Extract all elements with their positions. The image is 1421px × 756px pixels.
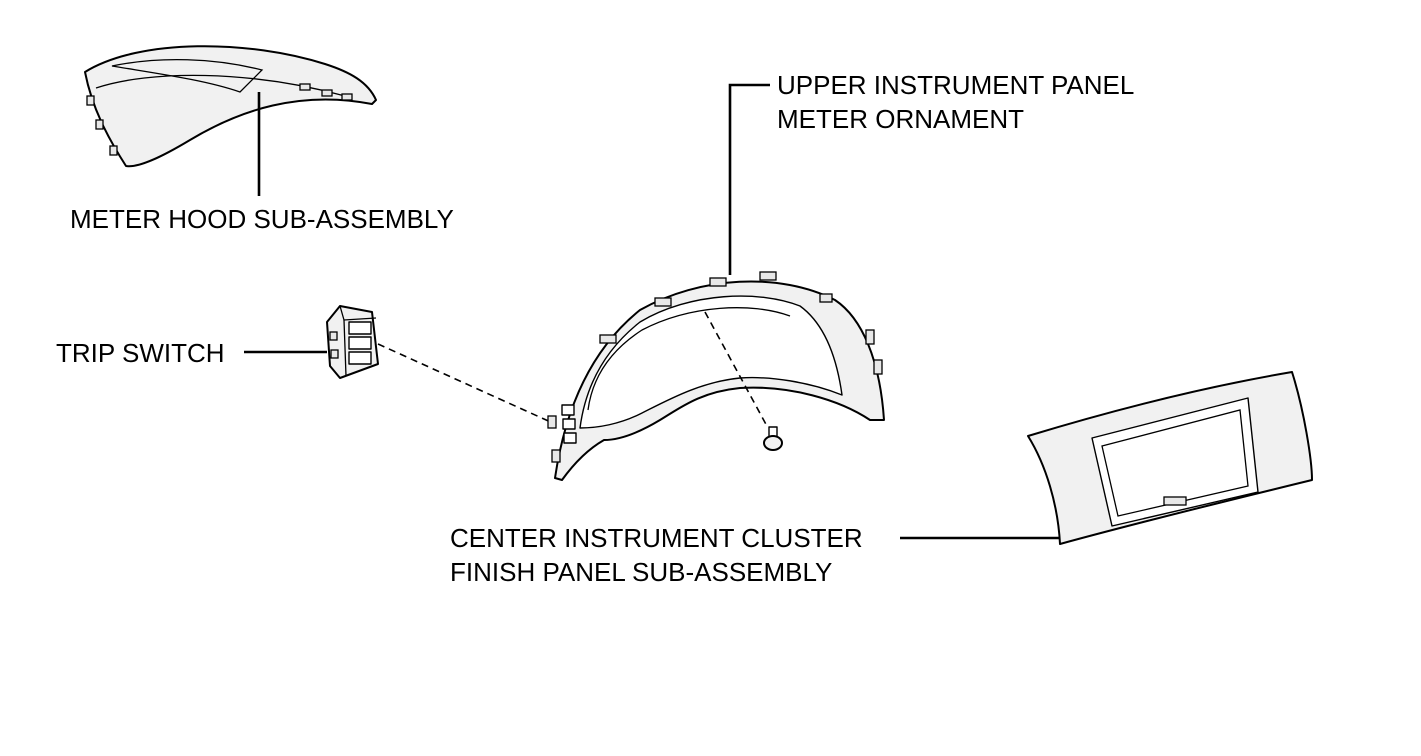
trip-switch-drawing: [326, 305, 379, 379]
trip-switch-assembly-line: [377, 343, 556, 425]
meter-hood-drawing: [84, 45, 377, 168]
upper-panel-label-line2: METER ORNAMENT: [777, 104, 1024, 134]
screw-assembly-line: [704, 311, 769, 429]
upper-panel-label-line1: UPPER INSTRUMENT PANEL: [777, 70, 1135, 100]
trip-switch-label: TRIP SWITCH: [56, 338, 225, 368]
upper-panel-leader-line: [728, 83, 770, 275]
center-panel-label-line2: FINISH PANEL SUB-ASSEMBLY: [450, 557, 833, 587]
meter-ornament-drawing: [547, 271, 885, 481]
screw-drawing: [763, 426, 783, 451]
center-panel-label-line1: CENTER INSTRUMENT CLUSTER: [450, 523, 863, 553]
meter-hood-label: METER HOOD SUB-ASSEMBLY: [70, 204, 454, 234]
finish-panel-drawing: [1027, 371, 1313, 545]
